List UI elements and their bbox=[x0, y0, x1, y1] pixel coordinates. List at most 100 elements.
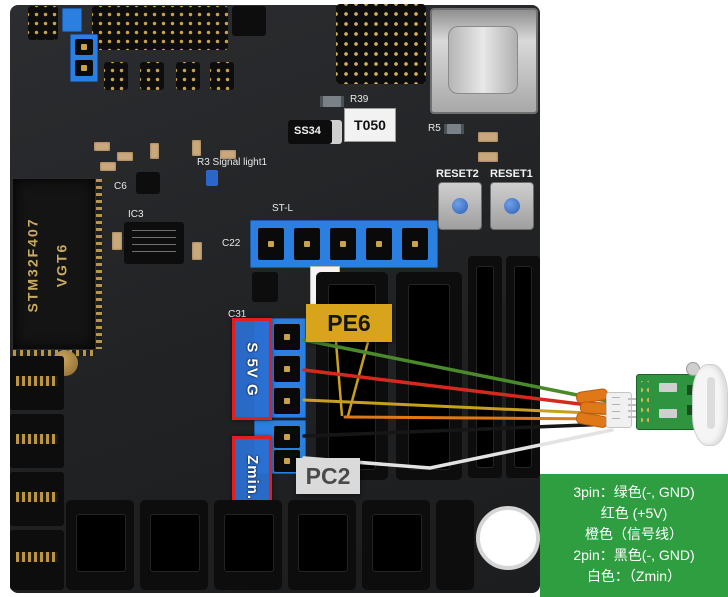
pe6-leader-line bbox=[346, 341, 370, 417]
capacitor bbox=[112, 232, 122, 250]
edge-connector-pins bbox=[16, 376, 58, 386]
reset1-button[interactable] bbox=[490, 182, 534, 230]
smd-component bbox=[659, 383, 677, 392]
socket bbox=[258, 228, 284, 260]
wire-yellow bbox=[302, 398, 614, 416]
connector-slot bbox=[224, 514, 274, 572]
usb-c-port bbox=[430, 8, 538, 114]
capacitor bbox=[94, 142, 110, 151]
component bbox=[136, 172, 160, 194]
fuse-t050-marking: T050 bbox=[354, 117, 386, 133]
connector-slot bbox=[408, 284, 450, 470]
socket bbox=[274, 324, 300, 350]
legend-line: 橙色（信号线） bbox=[585, 526, 683, 542]
connector-block bbox=[140, 500, 208, 590]
connector-block bbox=[436, 500, 474, 590]
mounting-hole bbox=[476, 506, 540, 570]
wire-black bbox=[302, 422, 614, 438]
silkscreen-reset1: RESET1 bbox=[490, 168, 533, 180]
label-pc2-text: PC2 bbox=[305, 462, 351, 489]
pcb-pads bbox=[641, 381, 649, 423]
socket bbox=[274, 388, 300, 414]
socket bbox=[330, 228, 356, 260]
socket bbox=[75, 60, 93, 76]
fuse-t050: T050 bbox=[344, 108, 396, 142]
capacitor bbox=[220, 150, 236, 159]
mcu-pins bbox=[13, 350, 95, 356]
mcu-pins bbox=[96, 179, 102, 349]
edge-connector-pins bbox=[16, 434, 58, 444]
blue-connector bbox=[70, 34, 98, 82]
capacitor bbox=[192, 140, 201, 156]
capacitor bbox=[478, 152, 498, 162]
capacitor bbox=[478, 132, 498, 142]
socket bbox=[402, 228, 428, 260]
mcu-chip: STM32F407 VGT6 bbox=[12, 178, 102, 356]
capacitor bbox=[117, 152, 133, 161]
silkscreen-r5: R5 bbox=[428, 123, 441, 134]
pin-header bbox=[176, 62, 200, 90]
sensor-pins bbox=[628, 398, 638, 420]
socket bbox=[274, 356, 300, 382]
silkscreen-c31: C31 bbox=[228, 309, 247, 320]
usb-c-shield bbox=[448, 26, 518, 94]
capacitor bbox=[192, 242, 202, 260]
edge-connector bbox=[10, 356, 64, 410]
smd-component bbox=[659, 409, 677, 418]
connector-block bbox=[288, 500, 356, 590]
label-s5vg: S 5V G bbox=[232, 318, 272, 420]
connector-block bbox=[362, 500, 430, 590]
reset2-button[interactable] bbox=[438, 182, 482, 230]
silkscreen-r39: R39 bbox=[350, 94, 369, 105]
pin-header bbox=[210, 62, 234, 90]
connector-slot bbox=[150, 514, 200, 572]
capacitor bbox=[100, 162, 116, 171]
socket bbox=[366, 228, 392, 260]
silkscreen-c6: C6 bbox=[114, 181, 127, 192]
pin-header bbox=[104, 62, 128, 90]
sensor-module bbox=[540, 360, 728, 452]
label-pc2: PC2 bbox=[296, 458, 360, 494]
resistor bbox=[444, 124, 464, 134]
capacitor bbox=[150, 143, 159, 159]
silkscreen-ic3: IC3 bbox=[128, 209, 144, 220]
connector-slot bbox=[298, 514, 348, 572]
legend-line: 红色 (+5V) bbox=[600, 505, 668, 521]
silkscreen-c22: C22 bbox=[222, 238, 241, 249]
silkscreen-reset2: RESET2 bbox=[436, 168, 479, 180]
diode-ss34: SS34 bbox=[288, 120, 342, 144]
edge-connector-pins bbox=[16, 492, 58, 502]
pe6-leader-line bbox=[334, 341, 344, 417]
wire-orange bbox=[343, 415, 612, 421]
stlink-connector bbox=[250, 220, 438, 268]
socket bbox=[274, 426, 300, 448]
legend-line: 白色：（Zmin） bbox=[586, 568, 682, 584]
connector-block bbox=[396, 272, 462, 480]
jumper-cap bbox=[62, 8, 82, 32]
edge-connector bbox=[10, 530, 64, 590]
edge-connector-pins bbox=[16, 552, 58, 562]
edge-connector bbox=[10, 414, 64, 468]
zmin-connector-2pin bbox=[254, 420, 306, 474]
pin-header bbox=[252, 272, 278, 302]
wire-green bbox=[302, 338, 614, 404]
socket bbox=[274, 450, 300, 472]
legend-line: 2pin：黑色(-, GND) bbox=[573, 547, 695, 563]
pin-header bbox=[28, 6, 58, 40]
connector-slot bbox=[372, 514, 422, 572]
clip-slot bbox=[707, 377, 715, 429]
wire-red bbox=[302, 368, 614, 410]
diode-ss34-marking: SS34 bbox=[294, 125, 321, 137]
ic3-chip bbox=[124, 222, 184, 264]
silkscreen-stlink: ST-L bbox=[272, 203, 294, 214]
ic3-marking bbox=[132, 230, 176, 256]
socket bbox=[294, 228, 320, 260]
led bbox=[206, 170, 218, 186]
resistor bbox=[320, 96, 344, 107]
pin-header bbox=[92, 6, 228, 50]
label-pe6: PE6 bbox=[306, 304, 392, 342]
connector-block bbox=[66, 500, 134, 590]
pin-header-array bbox=[336, 4, 426, 84]
socket bbox=[75, 39, 93, 55]
